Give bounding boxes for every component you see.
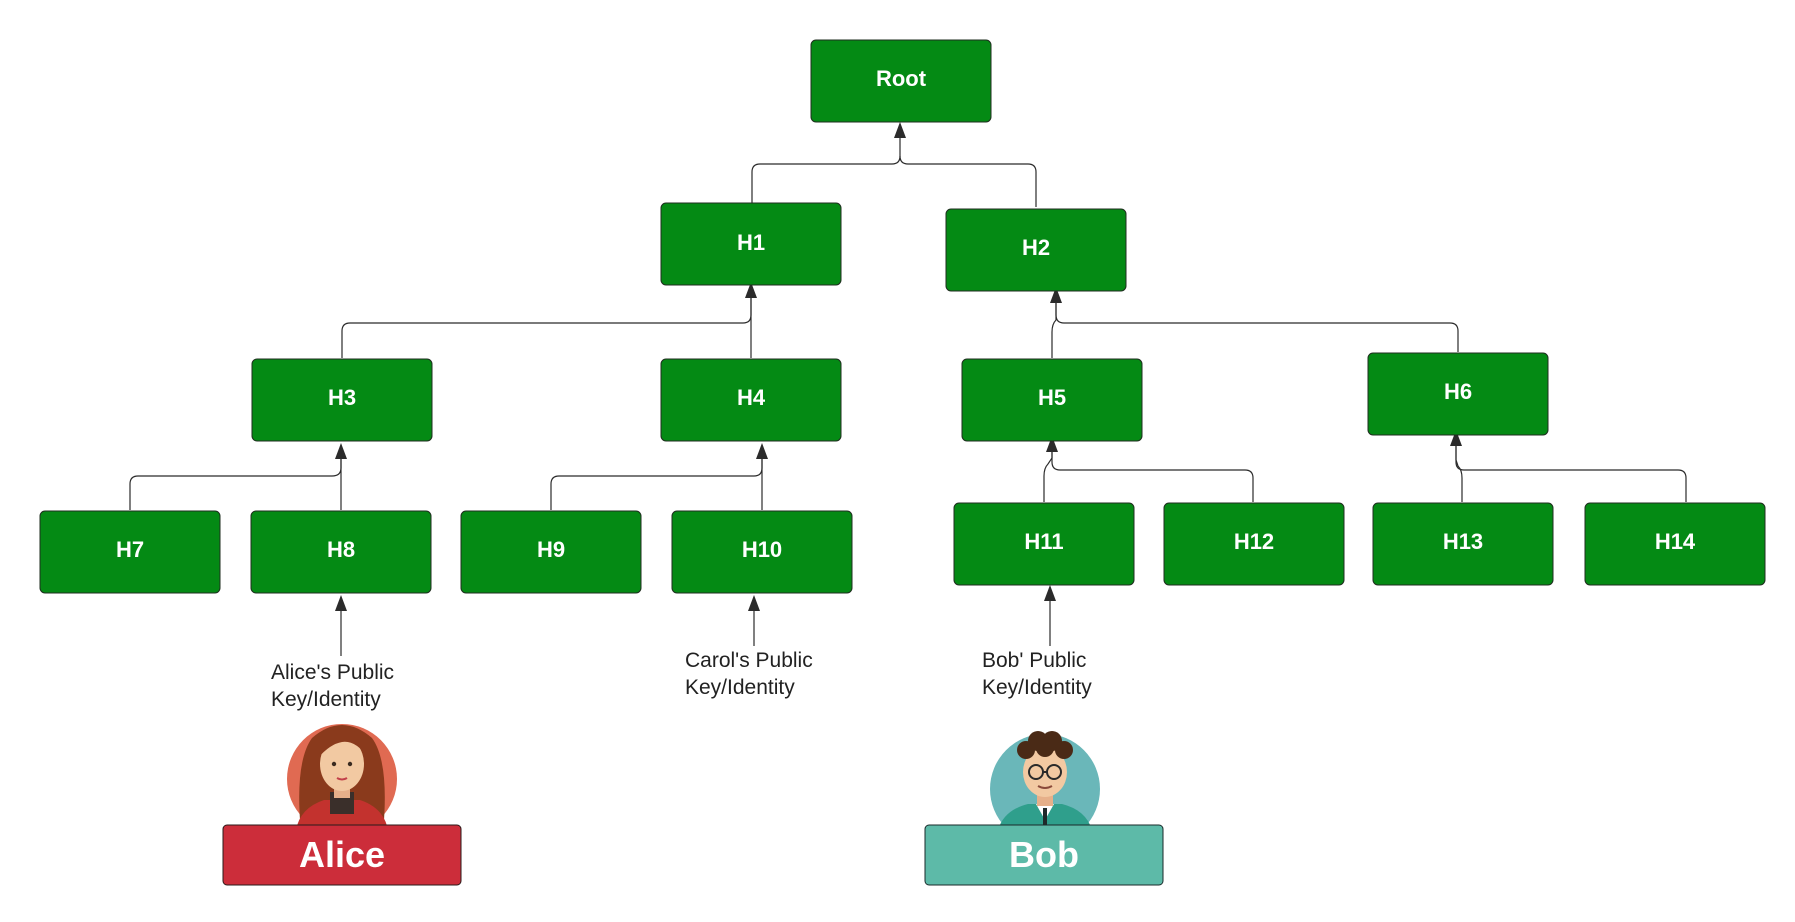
bob-badge: Bob: [924, 824, 1164, 886]
arrowhead-h10: [748, 595, 760, 611]
tree-nodes: Root H1 H2 H3 H4 H5 H6 H7: [39, 39, 1766, 594]
arrowhead-root: [894, 122, 906, 138]
arrowhead-h5: [1046, 436, 1058, 452]
node-h14-label: H14: [1655, 529, 1696, 554]
bob-key-line1: Bob' Public: [982, 649, 1086, 672]
node-h7-label: H7: [116, 537, 144, 562]
node-h9: H9: [460, 510, 642, 594]
node-h4: H4: [660, 358, 842, 442]
node-h9-label: H9: [537, 537, 565, 562]
node-h1-label: H1: [737, 230, 765, 255]
node-h13: H13: [1372, 502, 1554, 586]
arrowhead-h4: [756, 443, 768, 459]
alice-key-line1: Alice's Public: [271, 661, 394, 684]
arrowhead-h2: [1050, 287, 1062, 303]
arrowhead-h8: [335, 595, 347, 611]
node-h11-label: H11: [1024, 529, 1063, 554]
node-h1: H1: [660, 202, 842, 286]
node-h8: H8: [250, 510, 432, 594]
node-h7: H7: [39, 510, 221, 594]
node-h11: H11: [953, 502, 1135, 586]
bob-name: Bob: [1009, 834, 1079, 875]
node-h12-label: H12: [1234, 529, 1274, 554]
carol-key-line1: Carol's Public: [685, 649, 813, 672]
node-h2-label: H2: [1022, 235, 1050, 260]
node-h10-label: H10: [742, 537, 782, 562]
node-h10: H10: [671, 510, 853, 594]
node-h14: H14: [1584, 502, 1766, 586]
node-h3-label: H3: [328, 385, 356, 410]
alice-name: Alice: [299, 834, 385, 875]
arrowheads: [335, 122, 1462, 611]
node-h5-label: H5: [1038, 385, 1066, 410]
identity-labels: Alice's Public Key/Identity Carol's Publ…: [271, 649, 1092, 711]
arrowhead-h3: [335, 443, 347, 459]
node-h13-label: H13: [1443, 529, 1483, 554]
arrowhead-h11: [1044, 585, 1056, 601]
node-h12: H12: [1163, 502, 1345, 586]
alice-badge: Alice: [222, 824, 462, 886]
arrowhead-h1: [745, 282, 757, 298]
bob-key-line2: Key/Identity: [982, 676, 1092, 699]
node-h4-label: H4: [737, 385, 766, 410]
woman-avatar-icon: [287, 724, 397, 834]
node-h8-label: H8: [327, 537, 355, 562]
arrowhead-h6: [1450, 430, 1462, 446]
node-h6-label: H6: [1444, 379, 1472, 404]
node-root: Root: [810, 39, 992, 123]
alice-key-line2: Key/Identity: [271, 688, 381, 711]
tree-edges: [129, 136, 1687, 656]
node-h6: H6: [1367, 352, 1549, 436]
node-h5: H5: [961, 358, 1143, 442]
node-h3: H3: [251, 358, 433, 442]
man-avatar-icon: [990, 731, 1100, 844]
node-h2: H2: [945, 208, 1127, 292]
node-root-label: Root: [876, 66, 927, 91]
carol-key-line2: Key/Identity: [685, 676, 795, 699]
